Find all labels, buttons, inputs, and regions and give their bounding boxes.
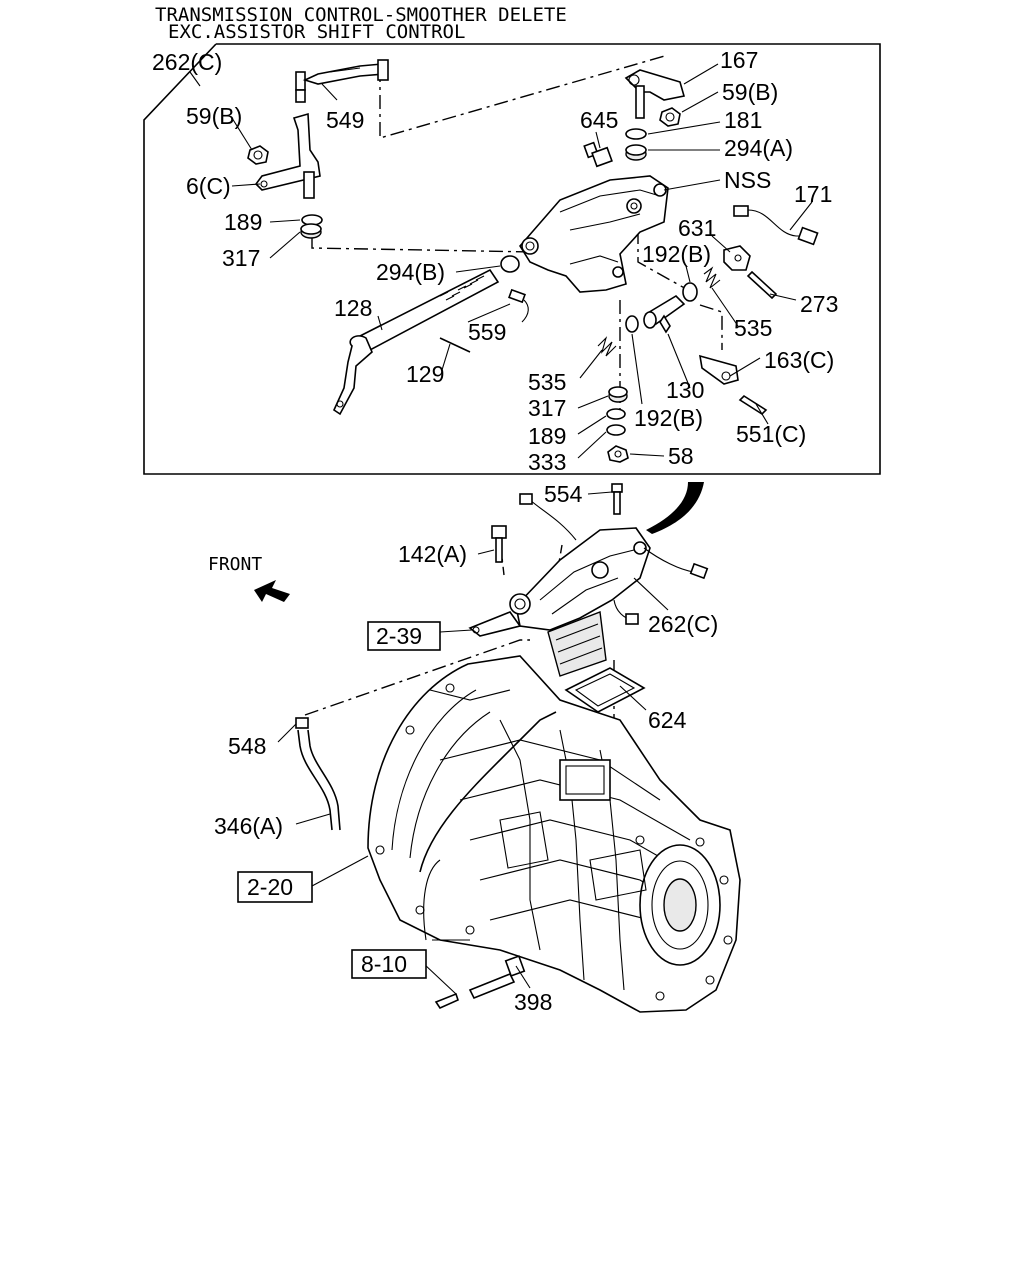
label-59b-left: 59(B) (186, 103, 242, 129)
label-262c-bottom: 262(C) (648, 611, 718, 637)
label-189-bottom: 189 (528, 423, 566, 449)
label-535-mid: 535 (528, 369, 566, 395)
alignment-line-8 (304, 639, 530, 716)
front-label: FRONT (208, 554, 262, 575)
alignment-line-1 (379, 54, 669, 139)
label-273: 273 (800, 291, 838, 317)
ref-box-2-20[interactable]: 2-20 (237, 871, 313, 903)
label-549: 549 (326, 107, 364, 133)
leader-262c-top (189, 71, 201, 87)
label-294a: 294(A) (724, 135, 793, 161)
label-167: 167 (720, 47, 758, 73)
washer-181 (625, 128, 647, 140)
ref-8-10-label: 8-10 (361, 951, 407, 977)
label-535-right: 535 (734, 315, 772, 341)
ref-box-8-10[interactable]: 8-10 (351, 949, 427, 979)
washer-192b-top (682, 282, 698, 302)
label-346a: 346(A) (214, 813, 283, 839)
label-624: 624 (648, 707, 687, 733)
connector-631 (723, 245, 751, 271)
label-645: 645 (580, 107, 618, 133)
label-nss: NSS (724, 167, 771, 193)
label-554: 554 (544, 481, 583, 507)
plunger-130 (643, 294, 686, 334)
label-189-top: 189 (224, 209, 262, 235)
alignment-line-3 (637, 230, 689, 291)
lever-163c (699, 354, 739, 385)
alignment-line-4 (699, 304, 723, 350)
detail-box-outline (143, 43, 881, 475)
front-arrow (254, 580, 290, 602)
nut-59b-right (659, 107, 681, 127)
spring-535-mid (597, 336, 617, 357)
label-129: 129 (406, 361, 444, 387)
pin-129 (439, 337, 471, 353)
label-6c: 6(C) (186, 173, 231, 199)
bolt-559 (508, 288, 529, 323)
label-548: 548 (228, 733, 266, 759)
sensor-171 (733, 205, 819, 246)
lever-6c (254, 112, 321, 199)
label-294b: 294(B) (376, 259, 445, 285)
bolt-554 (611, 483, 623, 515)
label-192b-top: 192(B) (642, 241, 711, 267)
o-ring-189-bottom (606, 408, 626, 420)
label-317-top: 317 (222, 245, 260, 271)
label-551c: 551(C) (736, 421, 806, 447)
label-59b-right: 59(B) (722, 79, 778, 105)
hose-346a (297, 729, 341, 831)
pin-273 (746, 270, 778, 300)
label-130: 130 (666, 377, 704, 403)
bolt-142a (491, 525, 507, 563)
transmission-case (367, 655, 741, 1013)
nut-59b-left (247, 145, 269, 165)
pin-551c (738, 394, 768, 416)
ref-2-39-label: 2-39 (376, 623, 422, 649)
bolt-398 (434, 955, 526, 1010)
label-58: 58 (668, 443, 694, 469)
detail-pointer-arrow (646, 482, 704, 534)
control-unit-assembly (468, 493, 709, 677)
seal-294a (625, 144, 647, 161)
label-631: 631 (678, 215, 716, 241)
clip-548 (295, 717, 309, 729)
label-181: 181 (724, 107, 762, 133)
label-192b-bottom: 192(B) (634, 405, 703, 431)
tie-rod-549 (295, 59, 389, 103)
leader-lines-upper (231, 63, 813, 459)
label-163c: 163(C) (764, 347, 834, 373)
label-333: 333 (528, 449, 566, 475)
switch-645 (583, 141, 613, 168)
lever-167 (624, 69, 686, 119)
alignment-line-2 (311, 236, 536, 253)
ref-box-2-39[interactable]: 2-39 (367, 621, 441, 651)
diagram-title-line-2: EXC.ASSISTOR SHIFT CONTROL (168, 21, 465, 43)
label-142a: 142(A) (398, 541, 467, 567)
label-317-bottom: 317 (528, 395, 566, 421)
shift-rod-128 (332, 268, 500, 416)
seal-294b (500, 255, 520, 273)
ref-2-20-label: 2-20 (247, 874, 293, 900)
plate-624 (564, 667, 646, 713)
spring-535-right (703, 266, 721, 289)
washer-333 (606, 424, 626, 436)
label-171: 171 (794, 181, 832, 207)
bushing-317-top (300, 223, 322, 239)
diagram-title-line-1: TRANSMISSION CONTROL-SMOOTHER DELETE (155, 4, 567, 26)
label-262c-top: 262(C) (152, 49, 222, 75)
nut-58 (607, 445, 629, 463)
label-128: 128 (334, 295, 372, 321)
label-559: 559 (468, 319, 506, 345)
bushing-317-bottom (608, 386, 628, 403)
leader-lines-lower (277, 491, 669, 995)
label-398: 398 (514, 989, 552, 1015)
shift-housing (519, 175, 669, 293)
washer-192b-bottom (625, 315, 639, 333)
